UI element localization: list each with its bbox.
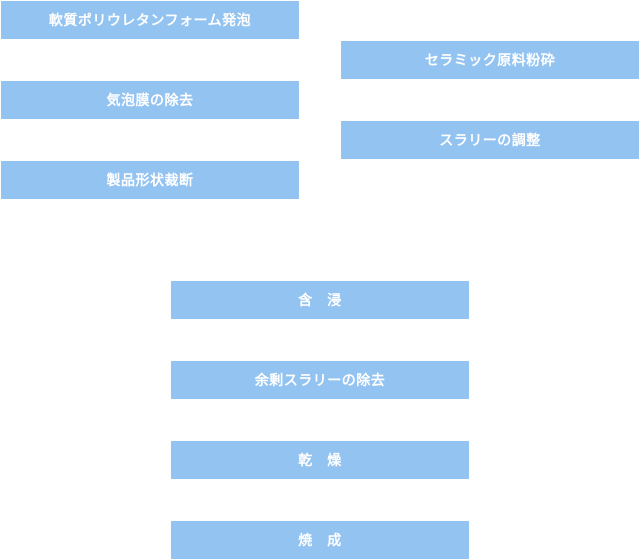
step-cell-membrane-removal: 気泡膜の除去	[1, 81, 299, 119]
step-drying: 乾 燥	[171, 441, 469, 479]
step-ceramic-grinding: セラミック原料粉砕	[341, 41, 639, 79]
step-impregnation: 含 浸	[171, 281, 469, 319]
step-slurry-preparation: スラリーの調整	[341, 121, 639, 159]
step-excess-slurry-removal: 余剰スラリーの除去	[171, 361, 469, 399]
step-firing: 焼 成	[171, 521, 469, 559]
step-foam-foaming: 軟質ポリウレタンフォーム発泡	[1, 1, 299, 39]
step-shape-cutting: 製品形状裁断	[1, 161, 299, 199]
